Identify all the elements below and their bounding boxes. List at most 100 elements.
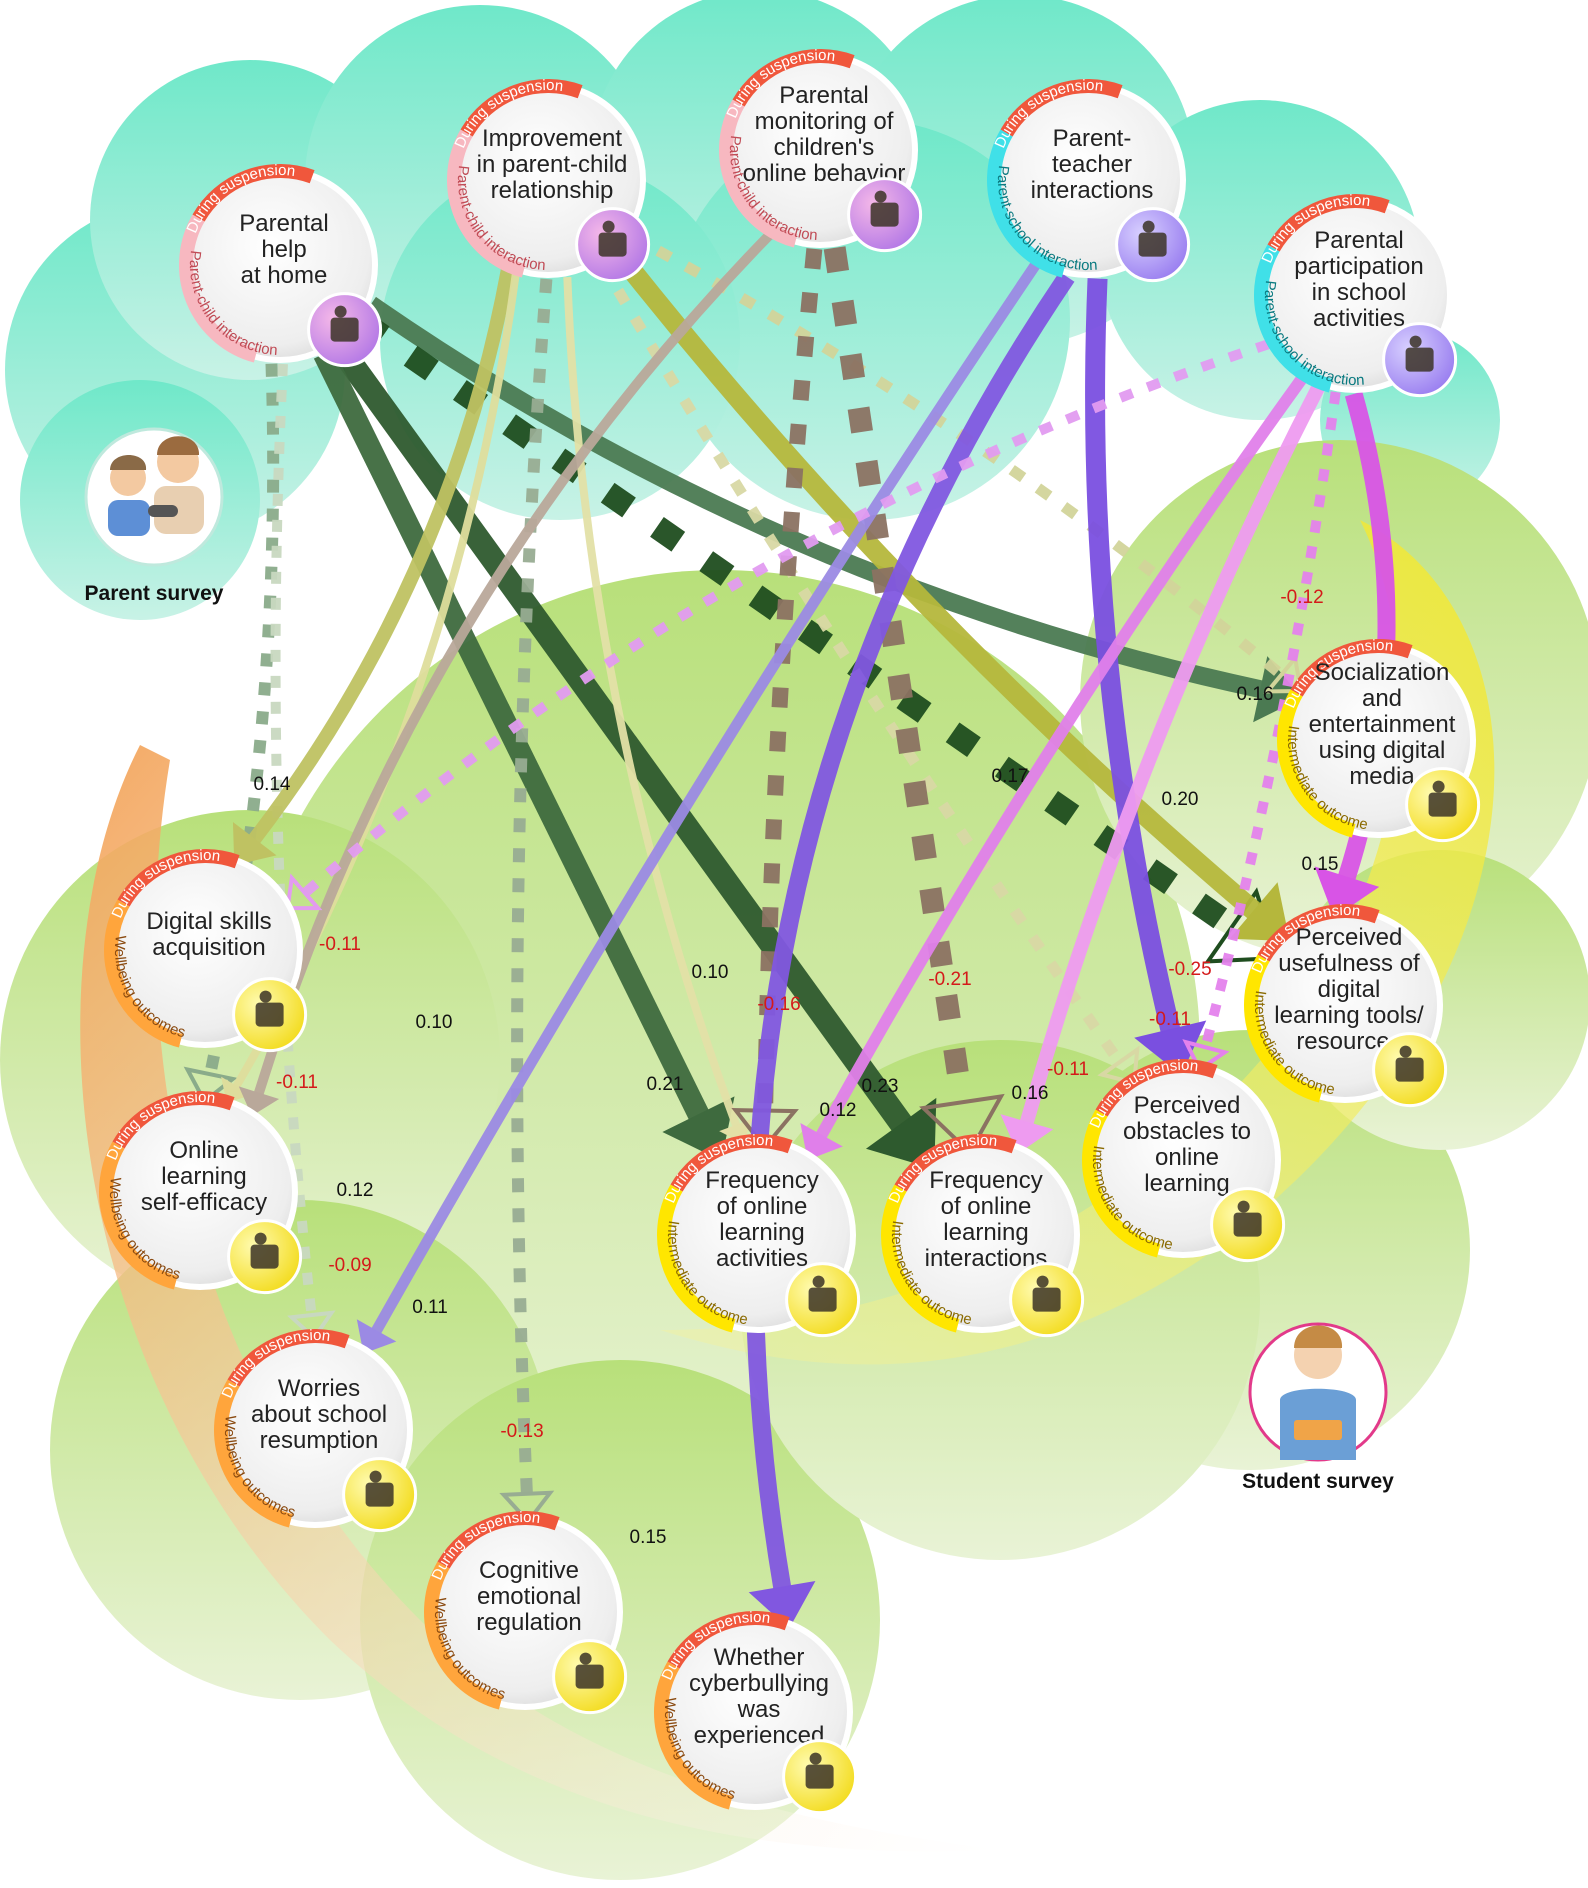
node-ring — [214, 1379, 293, 1528]
path-coefficient-particip-interact: 0.16 — [1012, 1083, 1049, 1104]
path-arrowhead — [1134, 1020, 1207, 1076]
path-coefficient-improve-social: -0.12 — [1280, 587, 1323, 608]
path-coefficient-help-interact: 0.23 — [862, 1076, 899, 1097]
wellbeing-outcome-band — [80, 745, 1000, 1852]
path-coefficient-help-useful: -0.25 — [1168, 959, 1211, 980]
node-ring — [104, 899, 183, 1048]
path-improve-digital — [232, 269, 515, 866]
node-ring — [1277, 689, 1356, 838]
path-coefficient-improve-efficacy: 0.10 — [416, 1012, 453, 1033]
path-arrowhead — [1097, 1045, 1140, 1086]
path-coefficient-improve-cognitive: -0.13 — [500, 1421, 543, 1442]
node-ring — [179, 214, 258, 363]
path-coefficient-teacher-cyber: 0.15 — [630, 1527, 667, 1548]
path-arrowhead — [1263, 653, 1304, 694]
path-particip-obstacles — [1182, 391, 1341, 1073]
student-survey-label: Student survey — [1242, 1470, 1394, 1493]
node-ring — [1254, 244, 1333, 393]
during-suspension-ring — [460, 79, 583, 137]
node-ring — [99, 1141, 178, 1290]
path-arrowhead — [287, 1310, 336, 1341]
during-suspension-ring — [670, 1134, 793, 1192]
path-coefficient-improve-activities: 0.10 — [692, 962, 729, 983]
during-suspension-ring — [437, 1511, 560, 1569]
during-suspension-ring — [732, 49, 855, 107]
node-ring — [719, 99, 798, 248]
path-line — [371, 261, 1041, 1334]
path-arrowhead — [285, 873, 323, 911]
path-arrowhead — [1314, 866, 1380, 918]
node-ring — [447, 129, 526, 278]
path-line — [823, 246, 974, 1104]
path-line — [354, 311, 1240, 937]
path-coefficient-teacher-obstacles: 0.17 — [992, 766, 1029, 787]
game-controller-icon — [148, 505, 178, 517]
during-suspension-ring — [894, 1134, 1017, 1192]
during-suspension-ring — [667, 1611, 790, 1669]
path-line — [816, 375, 1307, 1139]
during-suspension-ring — [1095, 1059, 1218, 1117]
path-improve-obstacles — [597, 260, 1140, 1086]
path-coefficient-monitor-activities: -0.16 — [757, 994, 800, 1015]
path-line — [511, 278, 553, 1495]
path-particip-digital — [285, 339, 1271, 911]
path-coefficient-improve-useful: 0.20 — [1162, 789, 1199, 810]
during-suspension-ring — [1267, 194, 1390, 252]
path-coefficient-help-activities: 0.21 — [647, 1074, 684, 1095]
path-line — [563, 276, 740, 1127]
path-help-worries — [270, 363, 336, 1341]
open-book-icon — [1294, 1420, 1342, 1440]
path-coefficients: 0.16-0.250.230.21-0.11-0.090.140.100.100… — [254, 587, 1339, 1548]
path-coefficient-improve-digital: 0.14 — [254, 774, 291, 795]
path-improve-useful — [608, 245, 1290, 942]
path-arrowhead — [1229, 882, 1290, 942]
path-teacher-cyber — [745, 271, 1075, 1629]
path-line — [1200, 391, 1341, 1049]
path-monitor-interact — [823, 246, 1005, 1156]
during-suspension-ring — [192, 164, 315, 222]
path-arrowhead — [919, 1093, 1005, 1156]
parent-survey-label: Parent survey — [85, 582, 224, 605]
path-line — [313, 348, 709, 1120]
node-ring — [424, 1561, 503, 1710]
node-ring — [881, 1184, 960, 1333]
during-suspension-ring — [112, 1091, 235, 1149]
path-coefficient-help-worries: -0.09 — [328, 1255, 371, 1276]
path-coefficient-help-social: 0.16 — [1237, 684, 1274, 705]
path-arrowhead — [356, 1319, 397, 1354]
path-arrowhead — [865, 1097, 937, 1170]
parent-survey-badge: Parent survey — [84, 427, 224, 605]
path-line — [597, 260, 1125, 1066]
path-line — [248, 269, 515, 844]
student-survey-badge: Student survey — [1242, 1322, 1394, 1493]
node-ring — [1082, 1109, 1161, 1258]
path-arrowhead — [748, 1581, 816, 1629]
during-suspension-ring — [1257, 904, 1380, 962]
during-suspension-ring — [117, 849, 240, 907]
path-coefficient-teacher-worries: 0.11 — [412, 1297, 448, 1318]
path-arrowhead — [499, 1490, 555, 1525]
during-suspension-ring — [227, 1329, 350, 1387]
node-ring — [1244, 954, 1323, 1103]
path-coefficient-monitor-efficacy: 0.12 — [337, 1180, 374, 1201]
during-suspension-ring — [1000, 79, 1123, 137]
